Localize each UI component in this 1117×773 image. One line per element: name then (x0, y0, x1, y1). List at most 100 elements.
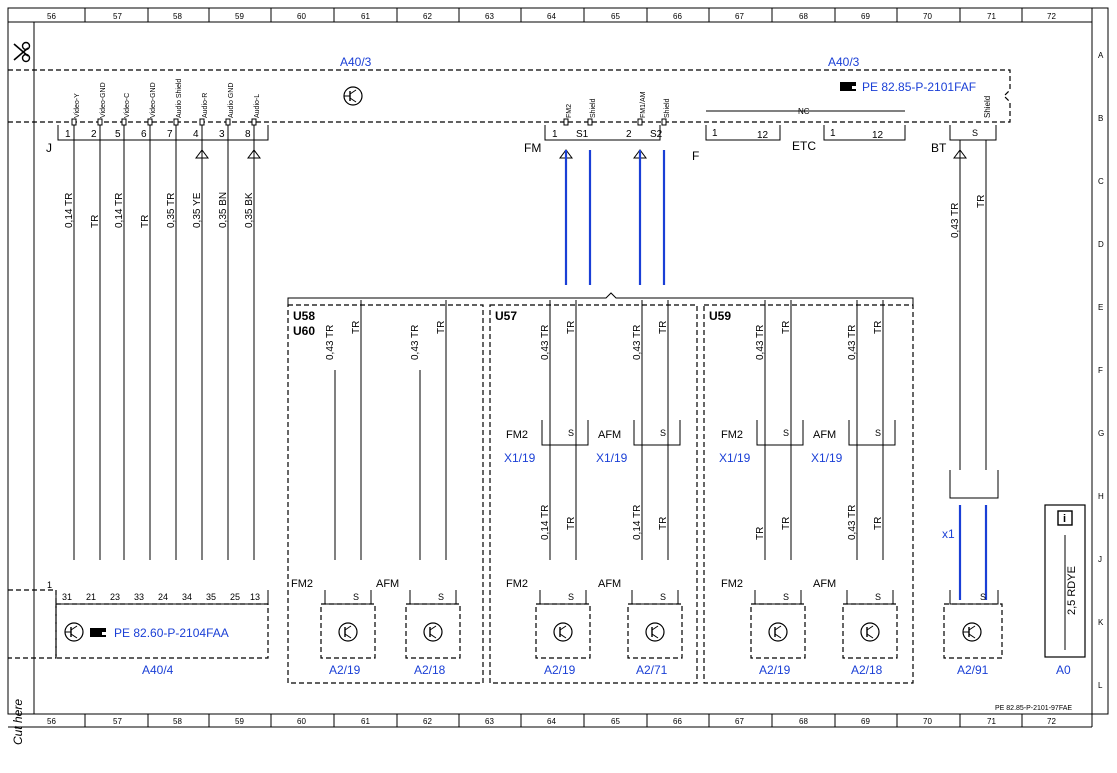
top-wire-label: 0,35 BK (244, 192, 255, 228)
module-variant-label: AFM (376, 578, 399, 590)
a40-4-pin-number: 33 (134, 592, 144, 602)
connector-j (57, 125, 269, 141)
rdye-label: 2,5 RDYE (1066, 566, 1078, 615)
connector-j-label: J (46, 141, 52, 155)
column-label-top: 57 (113, 12, 122, 21)
column-label-bottom: 68 (799, 717, 808, 726)
shield-ground-symbol (247, 149, 261, 159)
pin-marker (121, 118, 127, 126)
bt-shield-label: Shield (983, 96, 992, 118)
top-wire-label: 0,35 YE (192, 192, 203, 228)
module-s-label: S (875, 592, 881, 602)
mid-s-label: S (875, 428, 881, 438)
column-label-top: 60 (297, 12, 306, 21)
scissors-icon (13, 41, 31, 63)
row-label: L (1098, 681, 1103, 690)
transistor-emitter (651, 633, 659, 639)
transistor-collector (559, 625, 567, 631)
transistor-icon (962, 622, 982, 642)
column-label-bottom: 67 (735, 717, 744, 726)
top-pin-number: 5 (115, 129, 121, 140)
module-connector (846, 590, 894, 605)
top-pin-label: Audio-R (202, 93, 209, 118)
info-icon (1057, 510, 1073, 526)
module-connector (409, 590, 457, 605)
variant-low-shield-label: TR (873, 517, 884, 530)
x1-19-label: X1/19 (811, 451, 843, 465)
mid-s-label: S (568, 428, 574, 438)
row-label: J (1098, 555, 1102, 564)
nc-label: NC (798, 107, 810, 116)
mid-variant-label: AFM (598, 429, 621, 441)
info-letter: i (1063, 513, 1066, 525)
top-pin-number: 8 (245, 129, 251, 140)
reference-top: PE 82.85-P-2101FAF (862, 80, 976, 94)
bt-shield-wire-label: TR (976, 195, 987, 208)
reference-hand-icon (840, 82, 858, 91)
top-wire-label: 0,35 TR (166, 193, 177, 228)
column-label-bottom: 57 (113, 717, 122, 726)
module-connector (324, 590, 372, 605)
connector-fm-label: FM (524, 141, 541, 155)
module-variant-label: AFM (598, 578, 621, 590)
etc-pin-12b: 12 (872, 130, 884, 141)
row-label: E (1098, 303, 1103, 312)
top-pin-label: Video-Y (74, 93, 81, 118)
bt-s-label: S (972, 128, 978, 138)
row-label: H (1098, 492, 1104, 501)
top-pin-number: 7 (167, 129, 173, 140)
group-u57 (489, 304, 698, 684)
top-wire-label: 0,14 TR (64, 193, 75, 228)
a40-4-pin-number: 13 (250, 592, 260, 602)
variant-wire-label: 0,43 TR (632, 325, 643, 360)
top-pin-labels: 1Video-Y2Video-GND5Video-C6Video-GND7Aud… (65, 79, 261, 140)
shield-ground-symbol (195, 149, 209, 159)
module-variant-label: FM2 (721, 578, 743, 590)
a2-91-label: A2/91 (957, 663, 989, 677)
group-u59 (703, 304, 914, 684)
module-box (320, 603, 376, 659)
mid-variant-label: AFM (813, 429, 836, 441)
reference-bottom: PE 82.60-P-2104FAA (114, 626, 229, 640)
a0-box (1044, 504, 1086, 658)
connector-bt (949, 125, 997, 141)
module-label: A2/19 (544, 663, 576, 677)
row-label: G (1098, 429, 1104, 438)
fm-pin-label: FM2 (566, 104, 573, 118)
variant-shield-label: TR (658, 321, 669, 334)
top-pin-number: 2 (91, 129, 97, 140)
column-label-top: 59 (235, 12, 244, 21)
side-unit-box (8, 589, 57, 659)
pin-marker (225, 118, 231, 126)
module-box (627, 603, 683, 659)
column-label-bottom: 72 (1047, 717, 1056, 726)
pin-marker (71, 118, 77, 126)
module-box (535, 603, 591, 659)
a0-label: A0 (1056, 663, 1071, 677)
transistor-emitter (429, 633, 437, 639)
top-pin-number: 6 (141, 129, 147, 140)
column-label-top: 64 (547, 12, 556, 21)
top-wire-label: 0,14 TR (114, 193, 125, 228)
module-s-label: S (660, 592, 666, 602)
transistor-icon (343, 86, 363, 106)
column-label-bottom: 58 (173, 717, 182, 726)
a40-4-pin-number: 25 (230, 592, 240, 602)
column-label-bottom: 61 (361, 717, 370, 726)
variant-wire-label: 0,43 TR (540, 325, 551, 360)
module-label: A2/71 (636, 663, 668, 677)
column-label-bottom: 63 (485, 717, 494, 726)
a40-3-right-label: A40/3 (828, 55, 860, 69)
fm-pin-number: 1 (552, 129, 558, 140)
fm-pin-number: S1 (576, 129, 589, 140)
x1-connector (949, 470, 999, 499)
row-label: D (1098, 240, 1104, 249)
transistor-emitter (559, 633, 567, 639)
doc-reference: PE 82.85-P-2101-97FAE (995, 705, 1072, 712)
x1-19-label: X1/19 (504, 451, 536, 465)
column-label-top: 63 (485, 12, 494, 21)
row-label: F (1098, 366, 1103, 375)
column-label-top: 70 (923, 12, 932, 21)
